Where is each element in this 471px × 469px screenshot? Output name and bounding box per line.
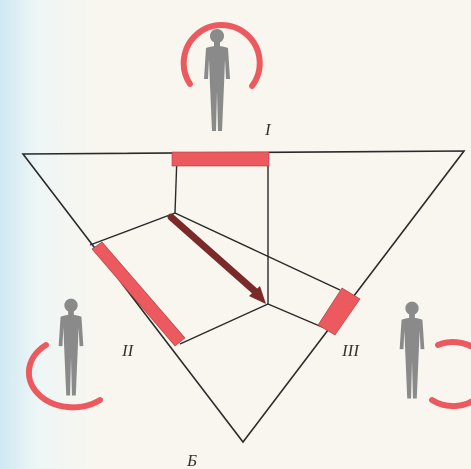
label-vertex-left: II [121, 341, 135, 360]
highlight-bar-top [172, 152, 269, 166]
label-vertex-bottom: Б [186, 451, 197, 469]
label-vertex-right: III [341, 341, 360, 360]
